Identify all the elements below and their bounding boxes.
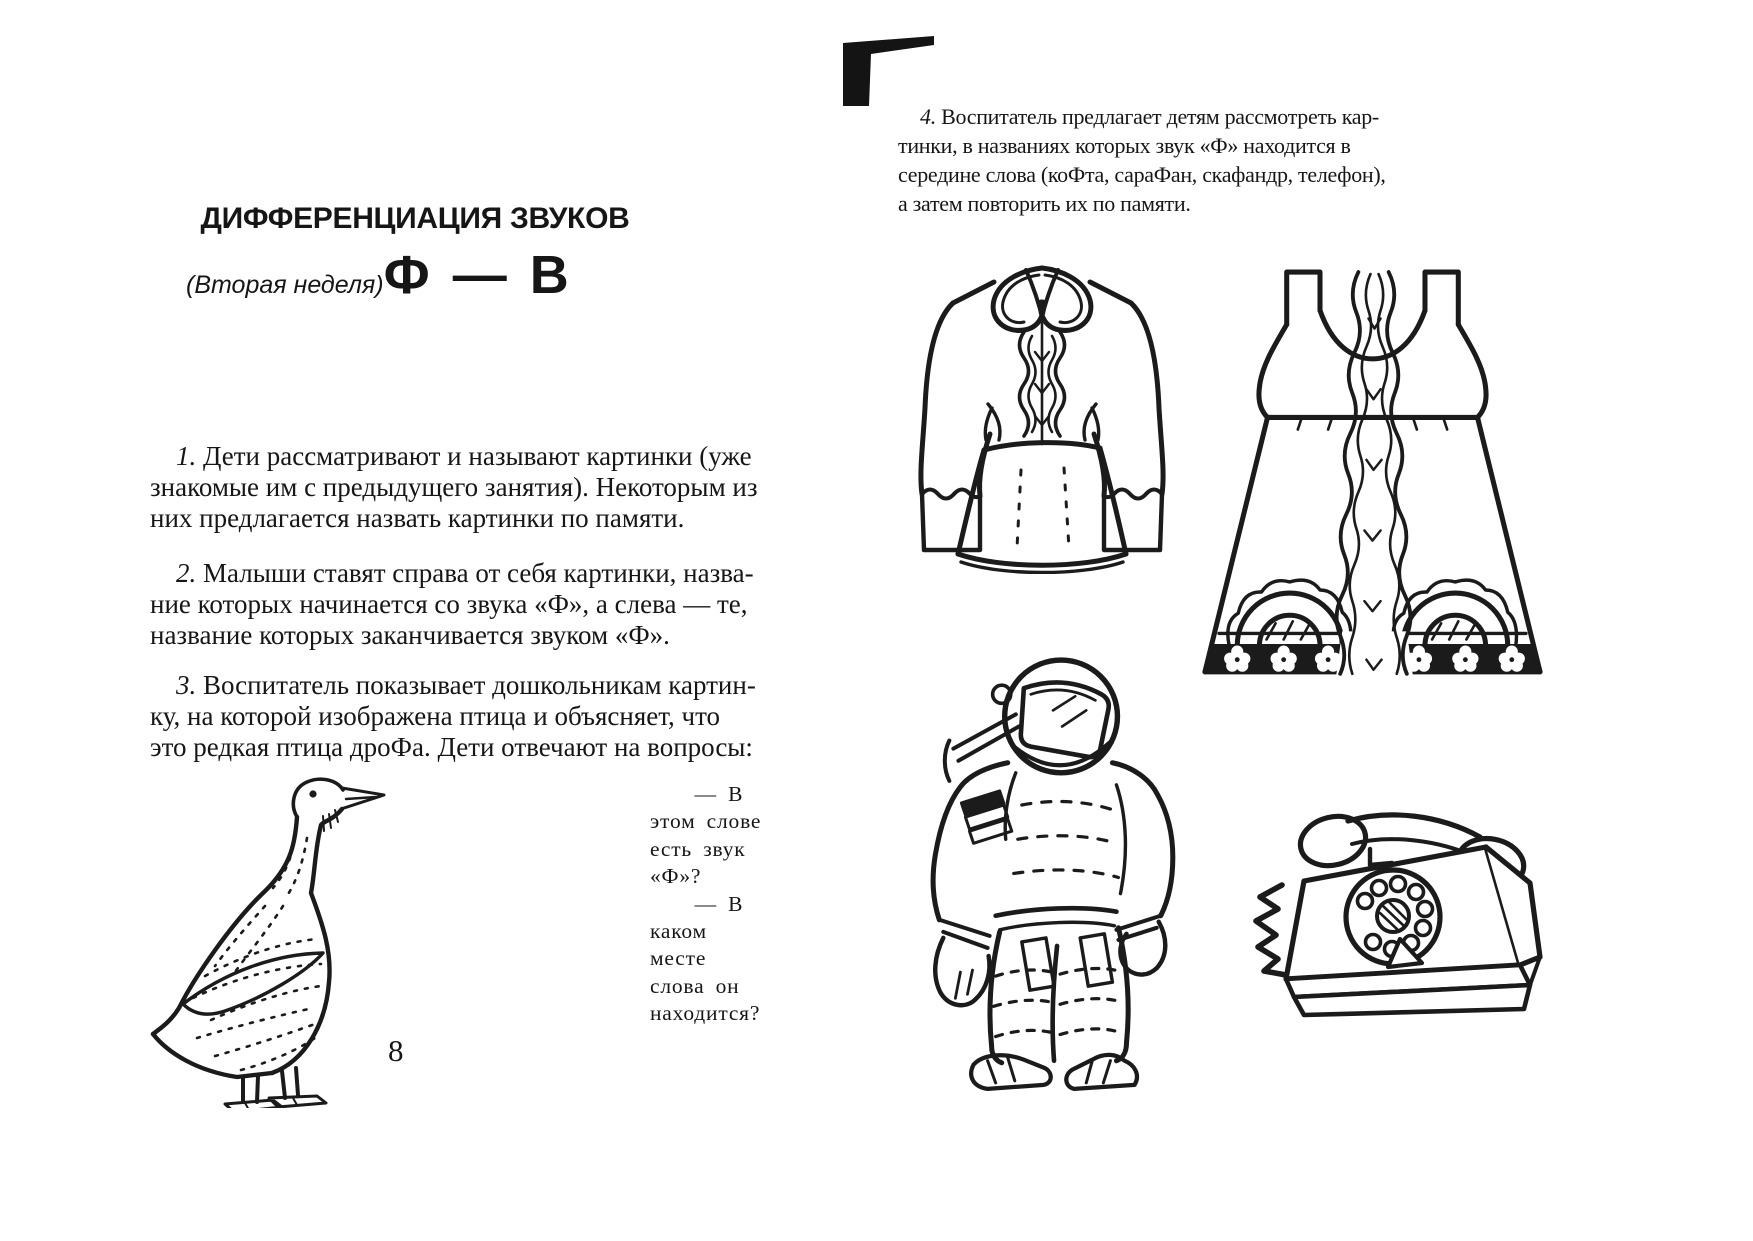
paragraph-4-text: Воспитатель предлагает детям рассмотреть… <box>898 104 1386 216</box>
flower <box>1452 645 1479 672</box>
paragraph-2-text: Малыши ставят справа от себя картинки, н… <box>150 558 754 650</box>
flower <box>1314 645 1342 672</box>
telephone-illustration <box>1253 812 1543 1018</box>
scan-corner-artifact <box>843 36 934 106</box>
paragraph-2-number: 2. <box>176 558 197 588</box>
paragraph-4-number: 4. <box>920 104 936 129</box>
paragraph-1-text: Дети рассматривают и называют картинки (… <box>150 441 758 533</box>
page-number: 8 <box>388 1033 404 1068</box>
flower <box>1224 645 1251 672</box>
paragraph-3-number: 3. <box>176 670 197 700</box>
paragraph-2: 2. Малыши ставят справа от себя картинки… <box>150 558 816 651</box>
paragraph-4: 4. Воспитатель предлагает детям рассмотр… <box>898 102 1398 218</box>
subtitle-row: (Вторая неделя) Ф — В <box>186 244 573 306</box>
paragraph-3: 3. Воспитатель показывает дошкольникам к… <box>150 670 816 763</box>
week-note: (Вторая неделя) <box>186 271 384 299</box>
paragraph-1-number: 1. <box>176 441 197 471</box>
blouse-illustration <box>918 265 1166 574</box>
paragraph-1: 1. Дети рассматривают и называют картинк… <box>150 441 816 534</box>
sounds-pair: Ф — В <box>383 245 573 305</box>
flower <box>1498 645 1525 672</box>
bustard-bird-illustration <box>150 777 386 1108</box>
paragraph-3-text: Воспитатель показывает дошкольникам карт… <box>150 670 756 762</box>
sarafan-illustration <box>1202 269 1543 676</box>
page-title: ДИФФЕРЕНЦИАЦИЯ ЗВУКОВ <box>200 202 630 235</box>
questions-block: — В этом слове есть звук «Ф»? — В каком … <box>650 782 762 1026</box>
spacesuit-illustration <box>930 657 1176 1091</box>
